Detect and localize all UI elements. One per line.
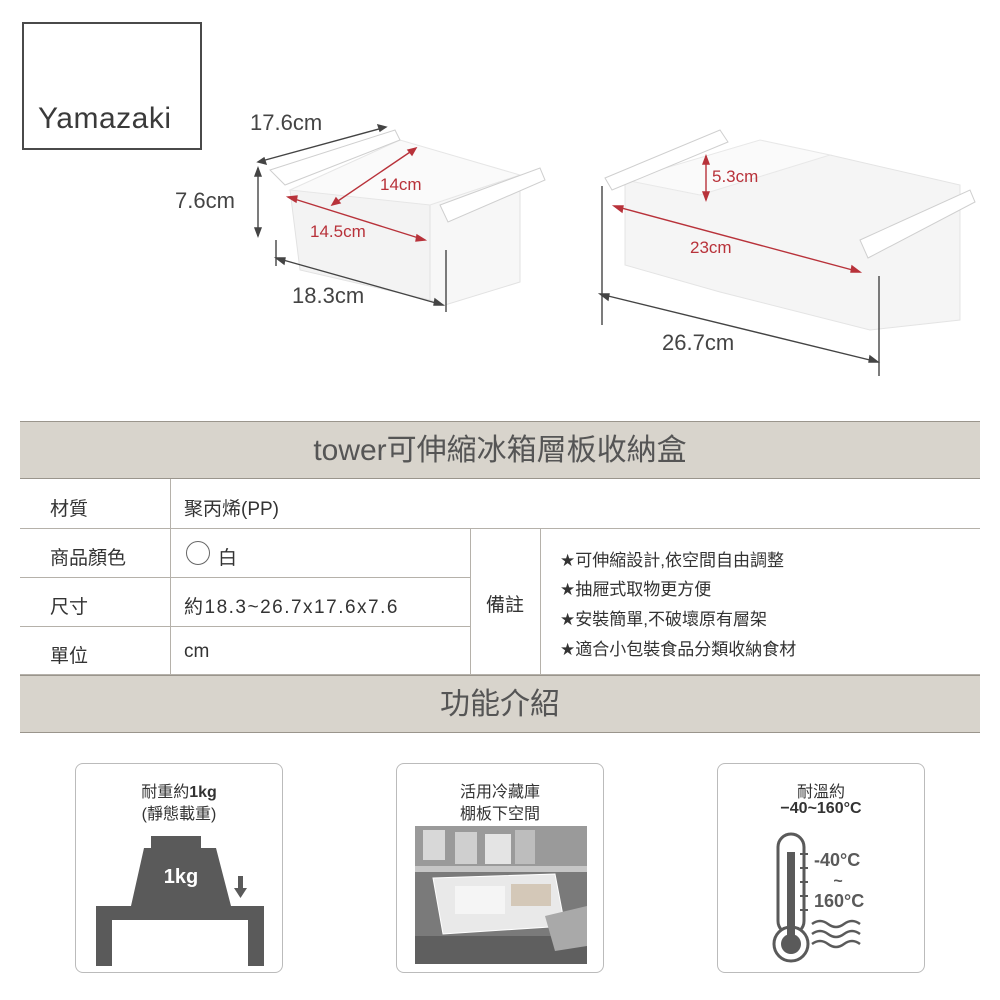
inner-depth-dimension: 14cm xyxy=(380,175,422,194)
product-title: tower可伸縮冰箱層板收納盒 xyxy=(20,421,980,479)
spec-table: 材質 聚丙烯(PP) 商品顏色 白 尺寸 約18.3~26.7x17.6x7.6… xyxy=(20,479,980,675)
inner-width-dimension: 14.5cm xyxy=(310,222,366,241)
features-title: 功能介紹 xyxy=(20,675,980,733)
weight-icon-label: 1kg xyxy=(164,866,198,888)
feature-weight-line2: (靜態載重) xyxy=(141,806,217,823)
temp-high-label: 160°C xyxy=(814,891,864,911)
size-label: 尺寸 xyxy=(50,597,89,618)
brand-logo: Yamazaki xyxy=(22,22,202,150)
min-width-dimension: 18.3cm xyxy=(292,283,365,308)
inner-height-dimension: 5.3cm xyxy=(712,167,759,186)
material-label: 材質 xyxy=(50,499,89,520)
feature-fridge-line1: 活用冷藏庫 xyxy=(459,784,540,801)
color-value: 白 xyxy=(218,548,238,569)
feature-card-weight: 耐重約1kg (靜態載重) 1kg xyxy=(75,763,283,973)
feature-temp-line1: 耐溫約 xyxy=(796,784,845,801)
note-item: ★可伸縮設計,依空間自由調整 xyxy=(560,551,784,570)
fridge-photo xyxy=(415,826,587,964)
box-extended-illustration xyxy=(604,129,976,331)
feature-card-fridge: 活用冷藏庫 棚板下空間 xyxy=(396,763,604,973)
unit-value: cm xyxy=(184,641,210,662)
note-item: ★安裝簡單,不破壞原有層架 xyxy=(560,610,767,629)
color-swatch xyxy=(186,541,210,565)
depth-dimension: 17.6cm xyxy=(250,110,323,135)
color-label: 商品顏色 xyxy=(50,548,127,569)
box-closed-illustration xyxy=(269,129,546,306)
temp-low-label: -40°C xyxy=(814,850,860,870)
temp-range-tilde: ~ xyxy=(833,873,842,890)
max-width-dimension: 26.7cm xyxy=(662,330,735,355)
thermometer-icon: -40°C ~ 160°C xyxy=(772,832,864,963)
note-item: ★抽屜式取物更方便 xyxy=(560,580,712,599)
note-item: ★適合小包裝食品分類收納食材 xyxy=(560,640,797,659)
feature-temp-line2: −40~160°C xyxy=(780,800,862,817)
extended-inner-width-dimension: 23cm xyxy=(690,238,732,257)
feature-weight-line1: 耐重約1kg xyxy=(141,784,217,801)
notes-label: 備註 xyxy=(486,595,525,616)
weight-icon: 1kg xyxy=(96,836,264,966)
brand-name: Yamazaki xyxy=(38,102,172,135)
height-dimension: 7.6cm xyxy=(175,188,235,213)
feature-card-temperature: 耐溫約 −40~160°C -40°C ~ 160°C xyxy=(717,763,925,973)
product-illustration xyxy=(253,124,976,376)
feature-fridge-line2: 棚板下空間 xyxy=(459,806,540,823)
material-value: 聚丙烯(PP) xyxy=(184,499,280,520)
unit-label: 單位 xyxy=(50,646,89,667)
size-value: 約18.3~26.7x17.6x7.6 xyxy=(184,597,399,618)
